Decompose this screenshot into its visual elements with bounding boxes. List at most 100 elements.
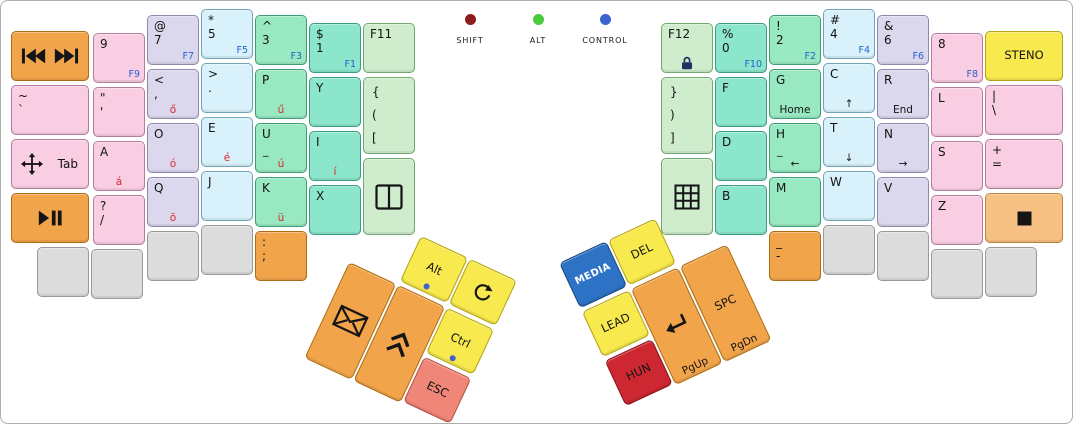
key-c-label: C xyxy=(830,67,839,81)
key-1-label: F1 xyxy=(344,58,356,70)
key-blank-5[interactable] xyxy=(823,225,875,275)
key-blank-3[interactable] xyxy=(147,231,199,281)
key-open-brackets[interactable]: {([ xyxy=(363,77,415,154)
key-numpad-layer[interactable] xyxy=(661,158,713,235)
prev-track-icon xyxy=(21,32,47,80)
key-blank-8[interactable] xyxy=(985,247,1037,297)
key-quote[interactable]: "' xyxy=(93,87,145,137)
key-h[interactable]: H_← xyxy=(769,123,821,173)
key-tilde-label: ` xyxy=(18,103,24,117)
control-indicator-dot xyxy=(599,14,611,25)
key-alt[interactable]: Alt xyxy=(399,235,469,304)
key-minus-label: - xyxy=(776,249,781,263)
key-j[interactable]: J xyxy=(201,171,253,221)
key-quote-label: ' xyxy=(100,105,104,119)
key-s[interactable]: S xyxy=(931,141,983,191)
key-l[interactable]: L xyxy=(931,87,983,137)
key-mail[interactable] xyxy=(304,261,397,380)
key-f11[interactable]: F11 xyxy=(363,23,415,73)
key-semicolon-label: : xyxy=(262,235,267,249)
key-c[interactable]: C↑ xyxy=(823,63,875,113)
key-e-label: é xyxy=(223,151,231,164)
key-f11-label: F11 xyxy=(370,27,393,41)
key-i-label: í xyxy=(333,165,337,178)
key-pipe[interactable]: |\ xyxy=(985,85,1063,135)
key-plus[interactable]: += xyxy=(985,139,1063,189)
key-media-prev-next[interactable] xyxy=(11,31,89,81)
key-blank-4[interactable] xyxy=(201,225,253,275)
key-g-label: Home xyxy=(779,103,811,116)
key-n[interactable]: N→ xyxy=(877,123,929,173)
key-period[interactable]: >. xyxy=(201,63,253,113)
play-pause-icon xyxy=(12,194,88,242)
key-steno[interactable]: STENO xyxy=(985,31,1063,81)
key-blank-7[interactable] xyxy=(931,249,983,299)
key-question[interactable]: ?/ xyxy=(93,195,145,245)
key-w[interactable]: W xyxy=(823,171,875,221)
key-z[interactable]: Z xyxy=(931,195,983,245)
key-tab[interactable]: Tab xyxy=(11,139,89,189)
key-2-label: ! xyxy=(776,19,781,33)
key-8-label: F8 xyxy=(966,68,978,80)
key-minus[interactable]: _- xyxy=(769,231,821,281)
key-x[interactable]: X xyxy=(309,185,361,235)
key-f[interactable]: F xyxy=(715,77,767,127)
key-tilde[interactable]: ~` xyxy=(11,85,89,135)
key-comma[interactable]: <,ő xyxy=(147,69,199,119)
key-blank-1[interactable] xyxy=(37,247,89,297)
key-2-label: F2 xyxy=(804,50,816,62)
key-f12[interactable]: F12 xyxy=(661,23,713,73)
key-enter[interactable]: PgUp xyxy=(630,267,723,386)
key-pipe-label: | xyxy=(992,89,997,103)
key-d[interactable]: D xyxy=(715,131,767,181)
key-play-pause[interactable] xyxy=(11,193,89,243)
key-media-stop[interactable] xyxy=(985,193,1063,243)
key-workspace[interactable] xyxy=(353,284,446,403)
key-v-label: V xyxy=(884,181,893,195)
key-y[interactable]: Y xyxy=(309,77,361,127)
key-blank-2[interactable] xyxy=(91,249,143,299)
key-l-label: L xyxy=(938,91,945,105)
key-open-brackets-label: { xyxy=(372,85,380,99)
key-t[interactable]: T↓ xyxy=(823,117,875,167)
key-v[interactable]: V xyxy=(877,177,929,227)
key-ctrl[interactable]: Ctrl xyxy=(425,307,495,375)
key-semicolon[interactable]: :; xyxy=(255,231,307,281)
key-layer-split[interactable] xyxy=(363,158,415,235)
key-h-label: _ xyxy=(777,144,783,157)
key-b[interactable]: B xyxy=(715,185,767,235)
modifier-indicator-alt: ALT xyxy=(506,14,570,45)
key-r-label: End xyxy=(893,103,913,116)
key-redo[interactable] xyxy=(448,258,518,326)
key-4-label: F4 xyxy=(858,44,870,56)
key-i-label: I xyxy=(316,135,320,149)
key-m[interactable]: M xyxy=(769,177,821,227)
key-plus-label: = xyxy=(992,157,1003,171)
key-close-brackets[interactable]: })] xyxy=(661,77,713,154)
key-k-label: ü xyxy=(277,211,285,224)
key-u-label: ú xyxy=(277,157,285,170)
key-u[interactable]: U_ú xyxy=(255,123,307,173)
key-blank-6[interactable] xyxy=(877,231,929,281)
move-icon xyxy=(21,140,43,188)
